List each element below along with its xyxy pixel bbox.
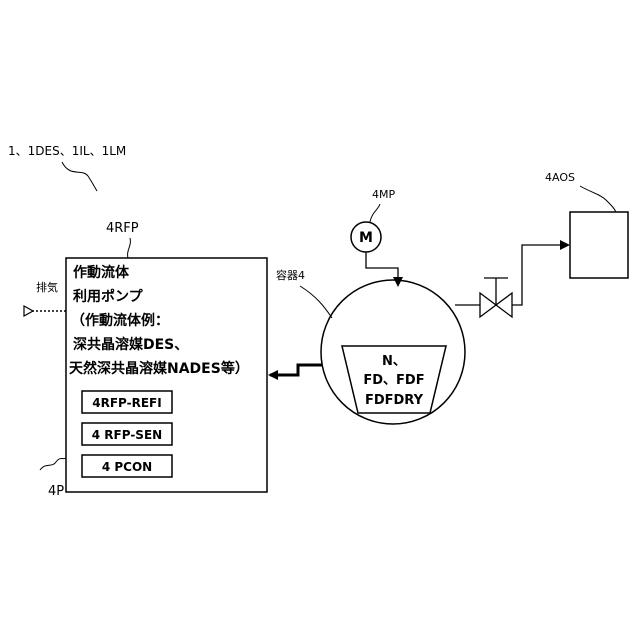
vessel-ref-leader [300,286,332,318]
vessel-to-pump-flow-arrow [270,365,322,375]
vessel-contents-line-3: FDFDRY [365,393,424,408]
system-ref-label: 1、1DES、1IL、1LM [8,144,126,158]
system-ref-leader [62,162,97,191]
exhaust-label: 排気 [36,280,58,294]
valve-left-triangle [480,293,496,317]
pump-ref-leader [128,238,131,258]
motor-symbol: M [359,230,373,246]
aos-ref-leader [580,186,616,212]
aos-box [570,212,628,278]
valve-to-aos-arrow [512,245,568,305]
module-refi-label: 4RFP-REFI [92,396,161,410]
vessel-contents-line-2: FD、FDF [363,373,424,388]
plant-ref-leader [40,458,66,470]
pump-ref-label: 4RFP [106,221,139,236]
pump-box-line-1: 作動流体 [73,264,130,281]
plant-ref-label: 4P [48,484,64,499]
vessel-ref-label: 容器4 [276,268,305,282]
vessel-contents-line-1: N、 [382,354,406,369]
motor-pump-ref-label: 4MP [372,188,395,201]
module-sen-label: 4 RFP-SEN [92,428,162,442]
pump-box-line-3: （作動流体例： [71,312,169,329]
module-pcon-label: 4 PCON [102,460,152,474]
pump-box-line-4: 深共晶溶媒DES、 [73,336,188,353]
pump-box-line-2: 利用ポンプ [73,288,144,305]
pump-box-line-5: 天然深共晶溶媒NADES等） [69,360,249,377]
motor-pump-ref-leader [370,204,380,222]
valve-right-triangle [496,293,512,317]
aos-ref-label: 4AOS [545,171,575,184]
